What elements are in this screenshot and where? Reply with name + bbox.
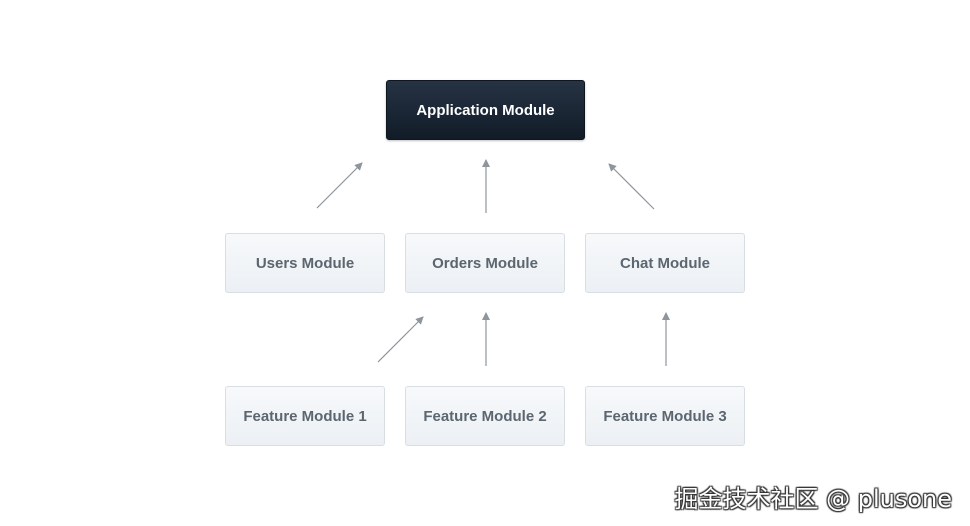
- feature-module-1-node: Feature Module 1: [225, 386, 385, 446]
- application-module-node: Application Module: [386, 80, 585, 140]
- arrow-chat-to-application: [608, 163, 655, 210]
- orders-module-node: Orders Module: [405, 233, 565, 293]
- arrow-users-to-application: [316, 162, 363, 209]
- arrow-feature1-to-orders: [377, 316, 424, 363]
- feature-module-2-label: Feature Module 2: [423, 407, 547, 425]
- users-module-label: Users Module: [255, 254, 355, 272]
- application-module-label: Application Module: [416, 101, 555, 119]
- orders-module-label: Orders Module: [432, 254, 538, 272]
- chat-module-label: Chat Module: [620, 254, 710, 272]
- chat-module-node: Chat Module: [585, 233, 745, 293]
- feature-module-1-label: Feature Module 1: [243, 407, 367, 425]
- feature-module-2-node: Feature Module 2: [405, 386, 565, 446]
- watermark: 掘金技术社区 @ plusone: [674, 485, 952, 513]
- feature-module-3-label: Feature Module 3: [603, 407, 727, 425]
- feature-module-3-node: Feature Module 3: [585, 386, 745, 446]
- users-module-node: Users Module: [225, 233, 385, 293]
